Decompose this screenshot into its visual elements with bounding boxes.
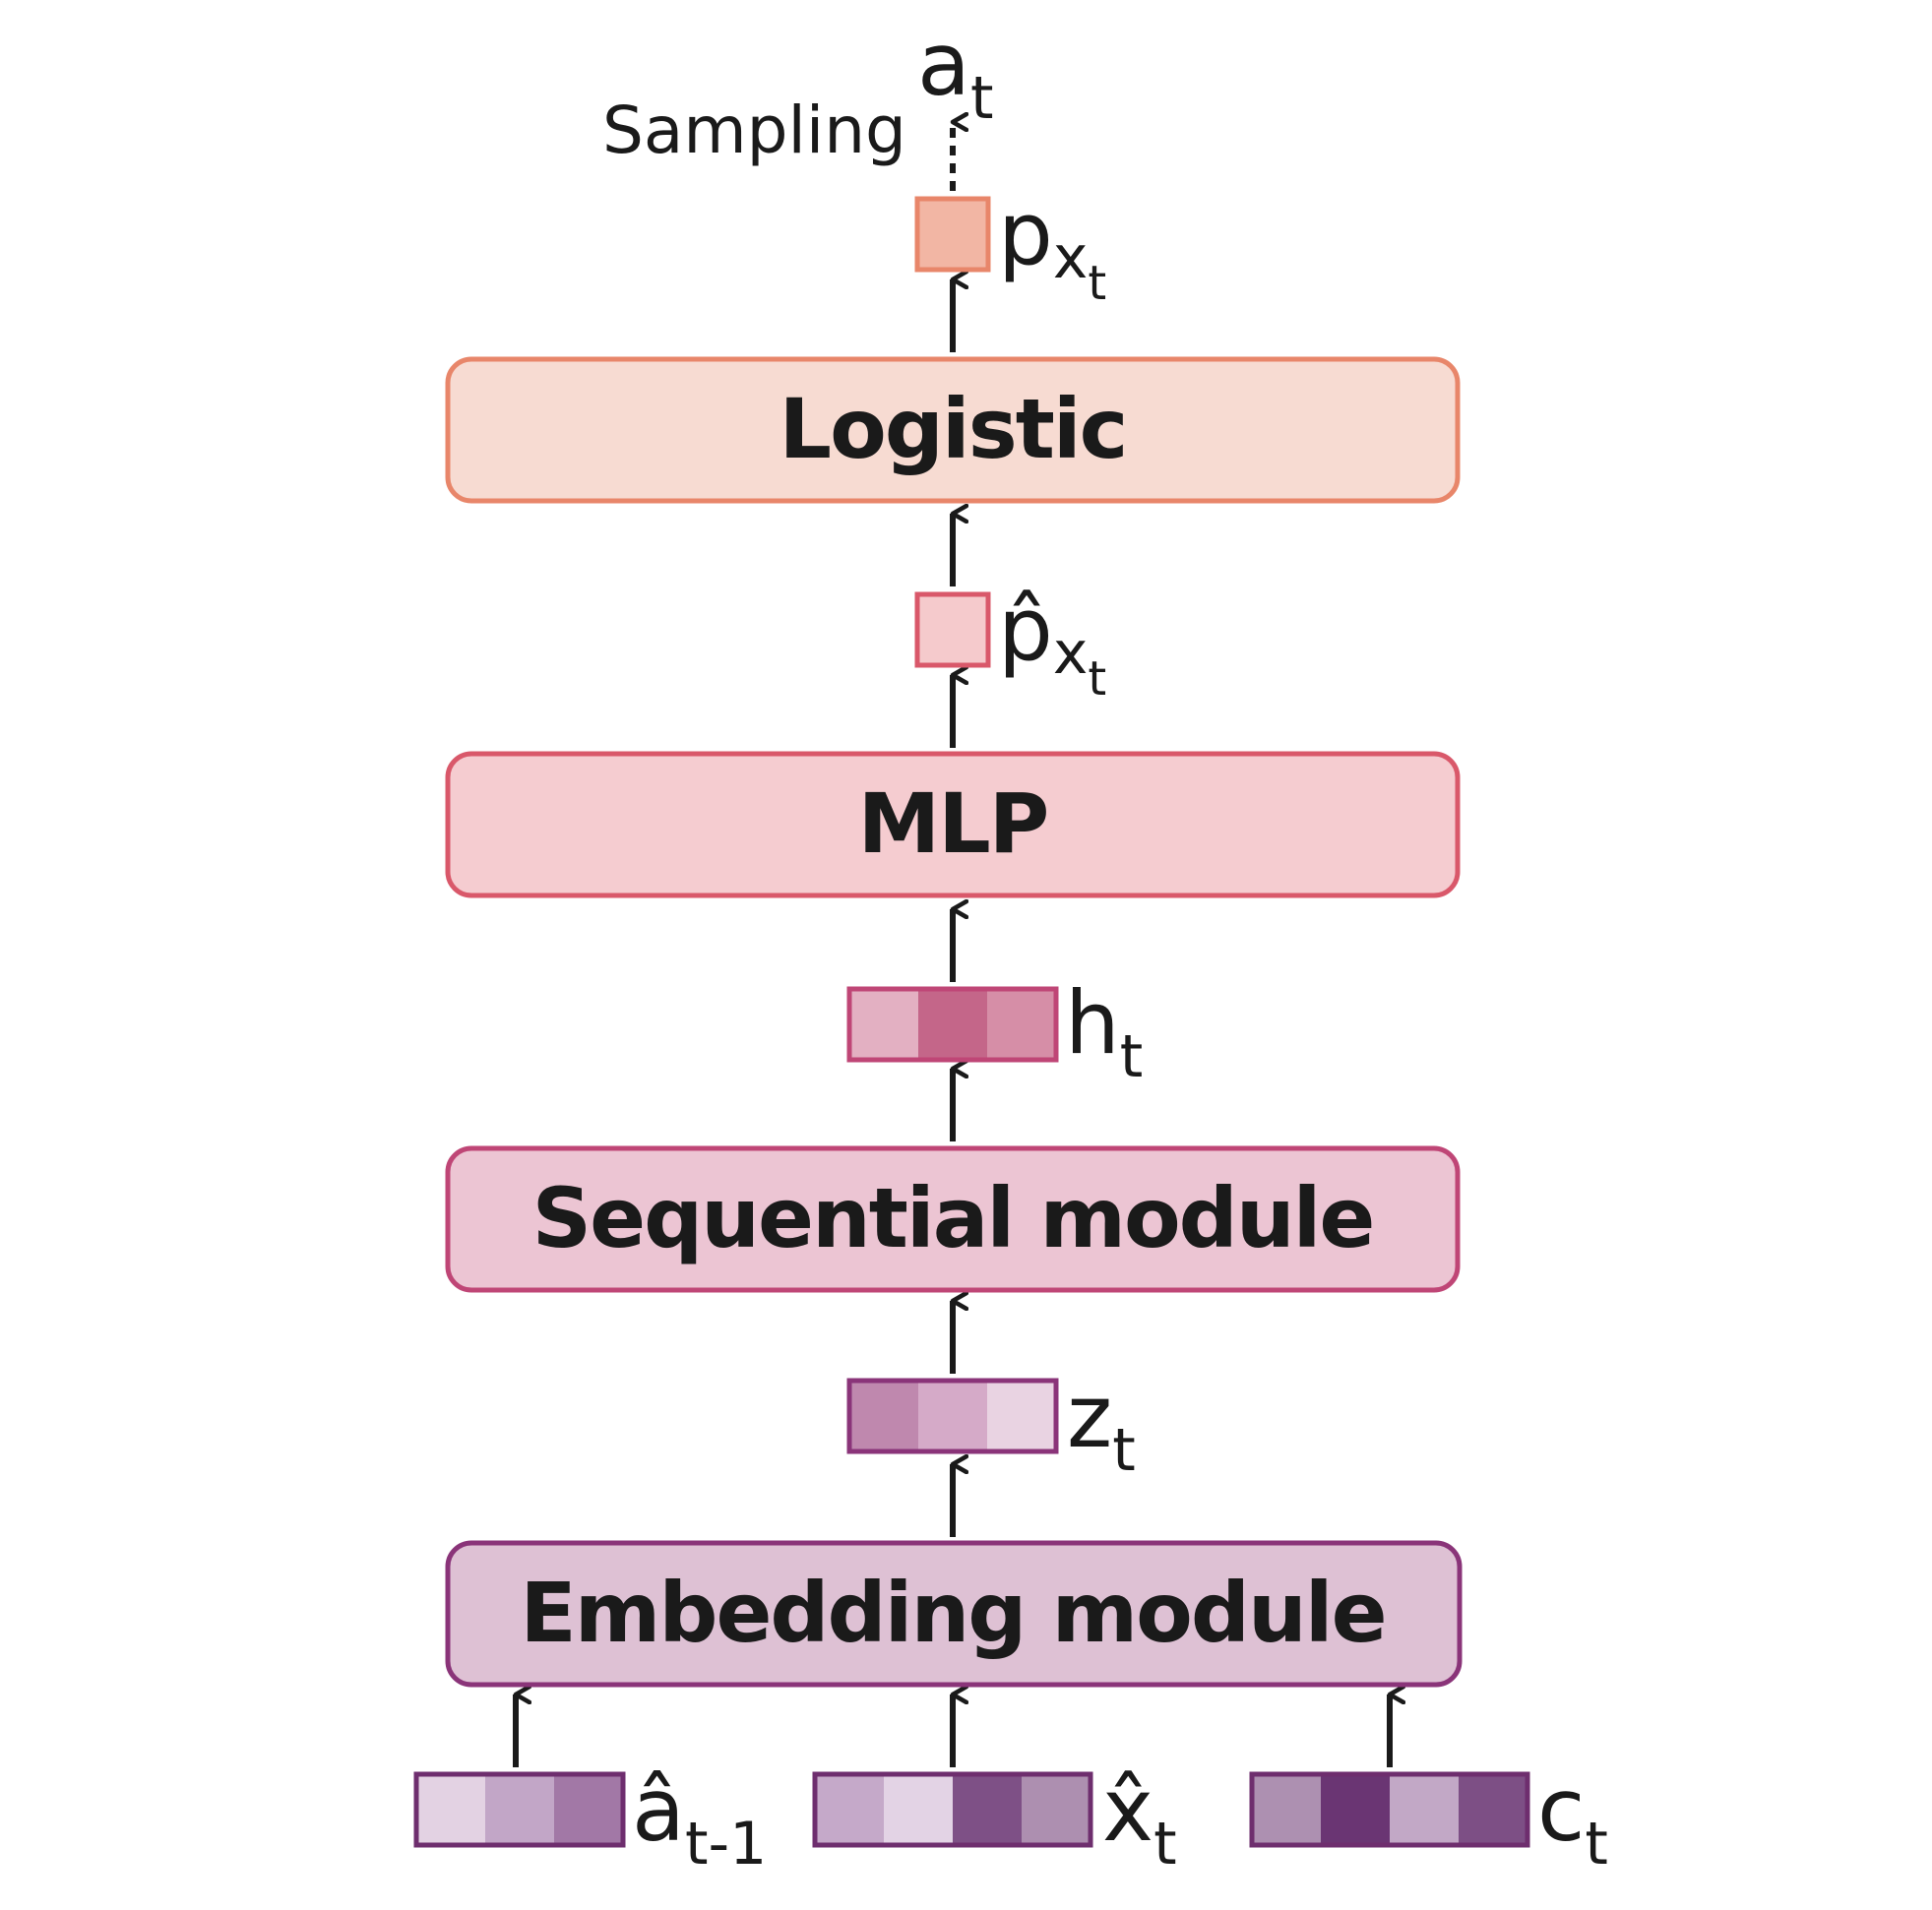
vector-cell [987, 1381, 1056, 1451]
vector-outline [846, 1378, 1059, 1454]
label-p-hat-xt-subsub: t [1088, 651, 1106, 707]
arrows [513, 122, 1390, 1767]
vector-cell [953, 1774, 1022, 1845]
vector-cell [485, 1774, 554, 1845]
block-mlp-label: MLP [858, 775, 1048, 872]
vector-z-t [846, 1378, 1059, 1454]
vector-p-xt [914, 196, 991, 273]
block-sequential-label: Sequential module [532, 1170, 1374, 1266]
vector-cell [1252, 1774, 1321, 1845]
vector-c-t [1249, 1771, 1530, 1848]
block-mlp: MLP [445, 751, 1461, 898]
label-p-xt-base: p [998, 183, 1053, 284]
label-p-xt-subsub: t [1088, 256, 1106, 311]
label-a-hat-sub: t-1 [685, 1810, 767, 1879]
label-c-t-sub: t [1585, 1810, 1608, 1879]
label-a-hat-base: â [632, 1759, 685, 1861]
vector-cell [1022, 1774, 1091, 1845]
label-c-t: ct [1537, 1759, 1608, 1879]
label-a-hat-t-1: ât-1 [632, 1759, 767, 1879]
vector-outline [1249, 1771, 1530, 1848]
vector-cell [554, 1774, 623, 1845]
block-logistic: Logistic [445, 356, 1461, 504]
block-logistic-label: Logistic [779, 381, 1127, 477]
vector-outline [846, 986, 1059, 1063]
label-x-hat-t: x̂t [1102, 1759, 1177, 1879]
vector-cell [987, 989, 1056, 1060]
label-p-xt-sub: x [1053, 223, 1089, 292]
label-z-t-base: z [1067, 1366, 1112, 1467]
label-z-t: zt [1067, 1366, 1136, 1485]
vector-cell [1459, 1774, 1527, 1845]
label-h-t-base: h [1065, 972, 1120, 1074]
label-c-t-base: c [1537, 1759, 1585, 1861]
vector-cell [849, 1381, 918, 1451]
vector-cell [1321, 1774, 1390, 1845]
label-p-xt: pxt [998, 183, 1106, 311]
vector-p-hat-xt [914, 591, 991, 668]
label-a-t-base: a [917, 14, 970, 115]
vector-h-t [846, 986, 1059, 1063]
block-embedding-module: Embedding module [445, 1540, 1463, 1688]
vector-a-hat-t-1 [413, 1771, 626, 1848]
label-a-t: at [917, 14, 993, 133]
vector-outline [413, 1771, 626, 1848]
sampling-label: Sampling [602, 92, 906, 168]
label-h-t: ht [1065, 972, 1143, 1091]
block-sequential-module: Sequential module [445, 1145, 1461, 1293]
vector-cell [918, 989, 987, 1060]
vector-x-hat-t [812, 1771, 1093, 1848]
label-p-hat-xt-sub: x [1053, 619, 1089, 688]
label-x-hat-sub: t [1153, 1810, 1177, 1879]
label-p-hat-xt-base: p̂ [998, 579, 1053, 680]
vector-outline [812, 1771, 1093, 1848]
label-a-t-sub: t [970, 64, 994, 133]
vector-cell [815, 1774, 884, 1845]
vector-cell [884, 1774, 953, 1845]
label-h-t-sub: t [1120, 1022, 1144, 1091]
vector-cell [1390, 1774, 1459, 1845]
block-embedding-label: Embedding module [520, 1565, 1385, 1661]
vector-cell [918, 1381, 987, 1451]
label-x-hat-base: x̂ [1102, 1759, 1153, 1861]
vector-cell [849, 989, 918, 1060]
vector-cell [416, 1774, 485, 1845]
label-p-hat-xt: p̂xt [998, 579, 1106, 707]
label-z-t-sub: t [1112, 1416, 1136, 1485]
